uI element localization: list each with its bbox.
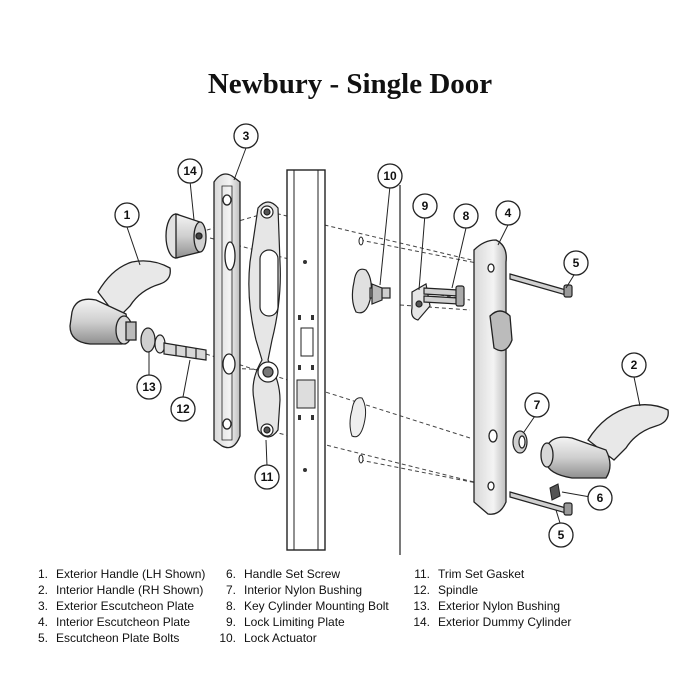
- callout-11: 11: [254, 464, 280, 490]
- legend-item: 12.Spindle: [413, 583, 479, 597]
- interior-escutcheon-plate: [473, 239, 513, 515]
- callout-14: 14: [177, 158, 203, 184]
- legend-item: 5.Escutcheon Plate Bolts: [37, 631, 180, 645]
- callout-label: 5: [573, 256, 580, 270]
- callout-label: 12: [176, 402, 190, 416]
- spindle: [163, 342, 207, 361]
- callout-1: 1: [114, 202, 140, 228]
- callout-label: 3: [243, 129, 250, 143]
- callout-12: 12: [170, 396, 196, 422]
- leader-lines: [126, 147, 641, 524]
- legend-column-1: 1.Exterior Handle (LH Shown) 2.Interior …: [30, 566, 205, 646]
- callout-9: 9: [412, 193, 438, 219]
- legend-item: 13.Exterior Nylon Bushing: [413, 599, 561, 613]
- legend-item: 11.Trim Set Gasket: [414, 567, 525, 581]
- interior-handle: [540, 404, 669, 479]
- callout-label: 4: [505, 206, 512, 220]
- handle-set-screw: [549, 483, 561, 501]
- callout-4: 4: [495, 200, 521, 226]
- callout-label: 8: [463, 209, 470, 223]
- callout-10: 10: [377, 163, 403, 189]
- legend-item: 14.Exterior Dummy Cylinder: [413, 615, 572, 629]
- interior-nylon-bushing: [512, 430, 528, 454]
- callout-6: 6: [587, 485, 613, 511]
- legend-item: 7.Interior Nylon Bushing: [225, 583, 363, 597]
- legend-item: 2.Interior Handle (RH Shown): [37, 583, 204, 597]
- callout-label: 1: [124, 208, 131, 222]
- callout-label: 11: [261, 470, 274, 484]
- callout-3: 3: [233, 123, 259, 149]
- legend-item: 4.Interior Escutcheon Plate: [37, 615, 191, 629]
- legend-column-2: 6.Handle Set Screw 7.Interior Nylon Bush…: [218, 566, 389, 646]
- legend-item: 3.Exterior Escutcheon Plate: [37, 599, 195, 613]
- exterior-nylon-bushing: [140, 327, 166, 354]
- callout-5-bottom: 5: [548, 522, 574, 548]
- diagram-title: Newbury - Single Door: [207, 68, 493, 100]
- interior-washers: [349, 236, 367, 464]
- callout-2: 2: [621, 352, 647, 378]
- legend-item: 6.Handle Set Screw: [225, 567, 341, 581]
- legend-item: 10.Lock Actuator: [219, 631, 317, 645]
- exterior-handle: [69, 260, 171, 345]
- callout-13: 13: [136, 374, 162, 400]
- exterior-dummy-cylinder: [165, 213, 207, 259]
- trim-set-gasket: [248, 201, 281, 438]
- lock-actuator: [351, 268, 391, 314]
- key-cylinder-mounting-bolts: [423, 285, 465, 307]
- callout-label: 14: [183, 164, 197, 178]
- callout-5-top: 5: [563, 250, 589, 276]
- door-edge: [286, 169, 401, 555]
- callout-label: 13: [142, 380, 156, 394]
- callout-label: 10: [383, 169, 397, 183]
- callout-label: 5: [558, 528, 565, 542]
- exterior-escutcheon-plate: [213, 173, 241, 449]
- legend-column-3: 11.Trim Set Gasket 12.Spindle 13.Exterio…: [412, 566, 571, 630]
- exploded-diagram: 1 2 3 4 5 5 6 7: [69, 123, 669, 555]
- legend-item: 1.Exterior Handle (LH Shown): [37, 567, 206, 581]
- legend-item: 9.Lock Limiting Plate: [225, 615, 345, 629]
- callout-label: 7: [534, 398, 541, 412]
- legend-item: 8.Key Cylinder Mounting Bolt: [225, 599, 389, 613]
- alignment-lines: [199, 211, 498, 488]
- callout-7: 7: [524, 392, 550, 418]
- callout-8: 8: [453, 203, 479, 229]
- escutcheon-plate-bolts: [509, 273, 573, 516]
- callout-label: 6: [597, 491, 604, 505]
- callout-label: 2: [631, 358, 638, 372]
- callout-label: 9: [422, 199, 429, 213]
